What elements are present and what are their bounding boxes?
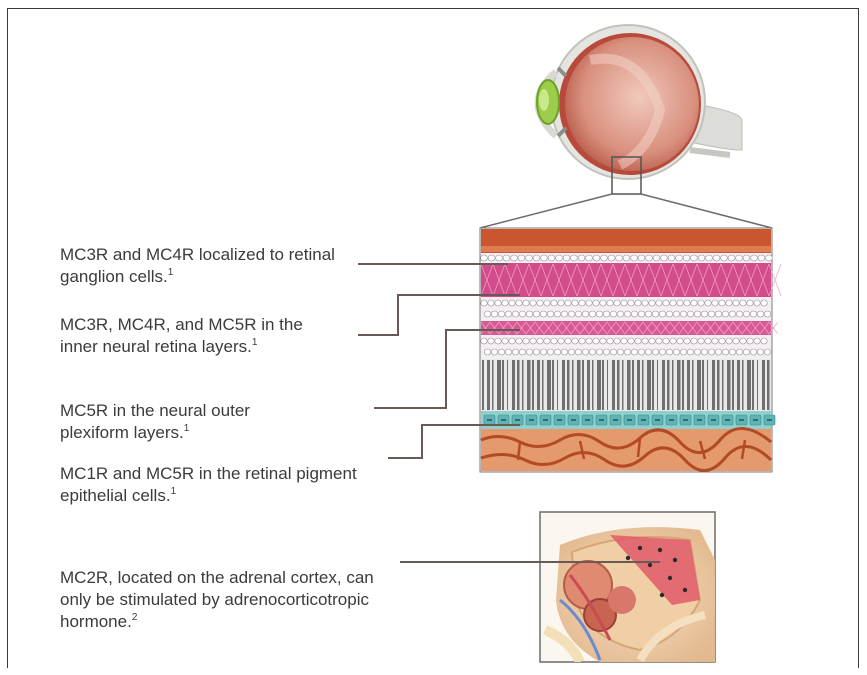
inner-plexiform-layer bbox=[481, 263, 771, 297]
ganglion-cells bbox=[481, 255, 773, 261]
adrenal-gland-illustration bbox=[540, 512, 715, 662]
retina-cross-section bbox=[480, 228, 781, 472]
zoom-lines bbox=[480, 194, 772, 228]
eyeball-illustration bbox=[537, 25, 742, 194]
